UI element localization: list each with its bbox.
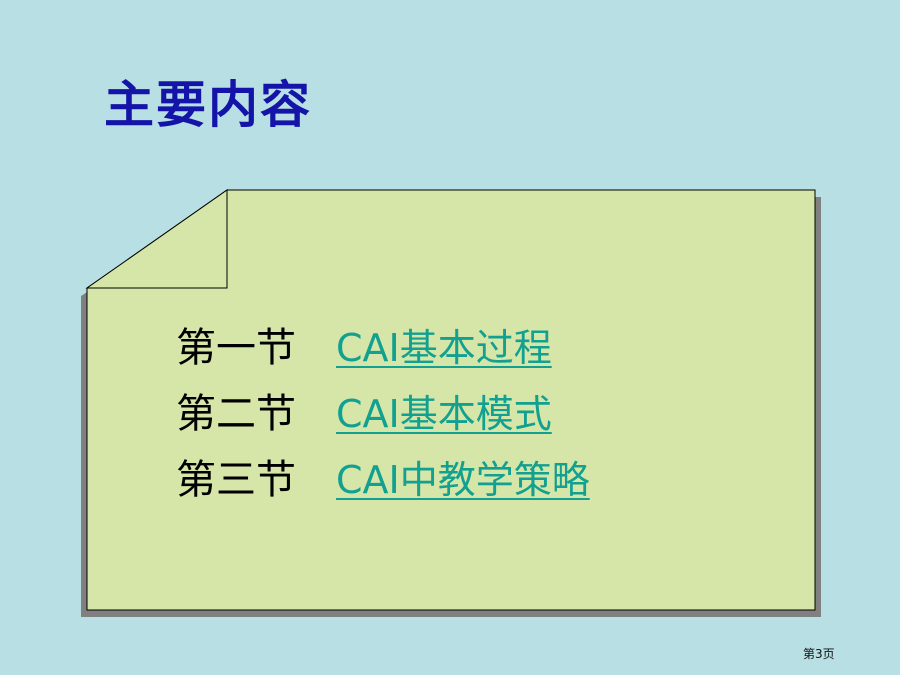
note-card-fold	[85, 189, 228, 289]
section-item: 第二节 CAI基本模式	[176, 388, 590, 454]
section-link-basic-process[interactable]: CAI基本过程	[336, 326, 552, 370]
section-link-basic-mode[interactable]: CAI基本模式	[336, 392, 552, 436]
section-list: 第一节 CAI基本过程 第二节 CAI基本模式 第三节 CAI中教学策略	[176, 322, 590, 520]
section-label: 第一节	[176, 325, 296, 371]
section-label: 第三节	[176, 457, 296, 503]
section-link-teaching-strategy[interactable]: CAI中教学策略	[336, 458, 590, 502]
slide-title: 主要内容	[104, 75, 312, 134]
section-label: 第二节	[176, 391, 296, 437]
page-number: 第3页	[803, 647, 835, 661]
section-item: 第一节 CAI基本过程	[176, 322, 590, 388]
section-item: 第三节 CAI中教学策略	[176, 454, 590, 520]
